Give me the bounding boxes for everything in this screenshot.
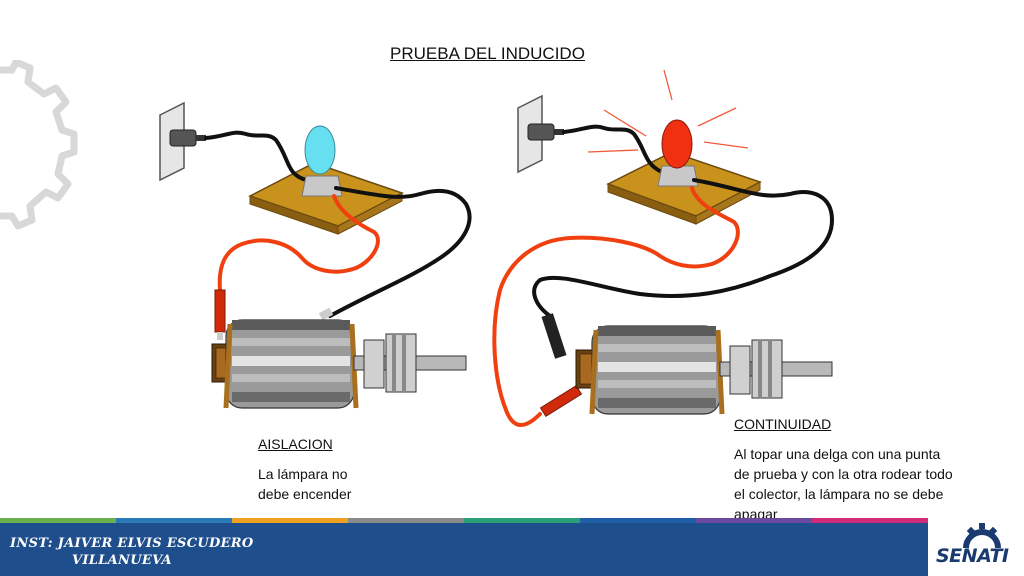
lamp-bulb-right [661,119,693,169]
senati-logo-text: SENATI [936,545,1009,567]
black-wire-right-a [562,124,664,174]
continuity-heading: CONTINUIDAD [734,416,832,432]
instructor-line: VILLANUEVA [72,553,172,568]
probe-red-left [214,289,226,333]
red-wire-right [492,186,740,427]
continuity-description: Al topar una delga con una punta de prue… [734,444,953,524]
continuity-text-line: de prueba y con la otra rodear todo [734,466,953,482]
footer-stripe [812,518,928,523]
lamp-socket-left [301,175,343,197]
probe-black-right [541,313,567,359]
footer-stripe [116,518,232,523]
probe-black-left [318,307,334,321]
instructor-name: INST: JAIVER ELVIS ESCUDERO VILLANUEVA [10,535,254,569]
gear-watermark-icon [0,60,78,230]
black-wire-left-a [204,130,308,182]
senati-logo [928,522,1024,576]
insulation-description: La lámpara no debe encender [258,464,351,504]
continuity-text-line: Al topar una delga con una punta [734,446,941,462]
insulation-text-line: La lámpara no [258,466,348,482]
footer-stripe [232,518,348,523]
red-wire-left [217,194,380,292]
probe-red-right [539,384,583,418]
gear-logo-icon [963,523,1001,548]
armature-left [211,319,467,409]
footer-band [0,523,928,576]
black-wire-left-b [328,186,472,318]
plug-left [169,129,197,147]
lamp-socket-right [657,165,699,187]
continuity-text-line: el colector, la lámpara no se debe [734,486,944,502]
insulation-heading: AISLACION [258,436,333,452]
instructor-line: INST: JAIVER ELVIS ESCUDERO [10,536,254,551]
footer-stripe [696,518,812,523]
footer-stripe [580,518,696,523]
footer-bar [0,518,1024,576]
slide-title: PRUEBA DEL INDUCIDO [390,44,585,63]
plug-right [527,123,555,141]
black-wire-right-b [532,178,835,318]
footer-stripe [0,518,116,523]
footer-stripe [464,518,580,523]
armature-right [575,325,833,415]
footer-stripe [348,518,464,523]
insulation-text-line: debe encender [258,486,352,502]
lamp-bulb-left [304,125,336,175]
footer-color-stripes [0,518,928,523]
light-rays-icon [587,69,749,153]
